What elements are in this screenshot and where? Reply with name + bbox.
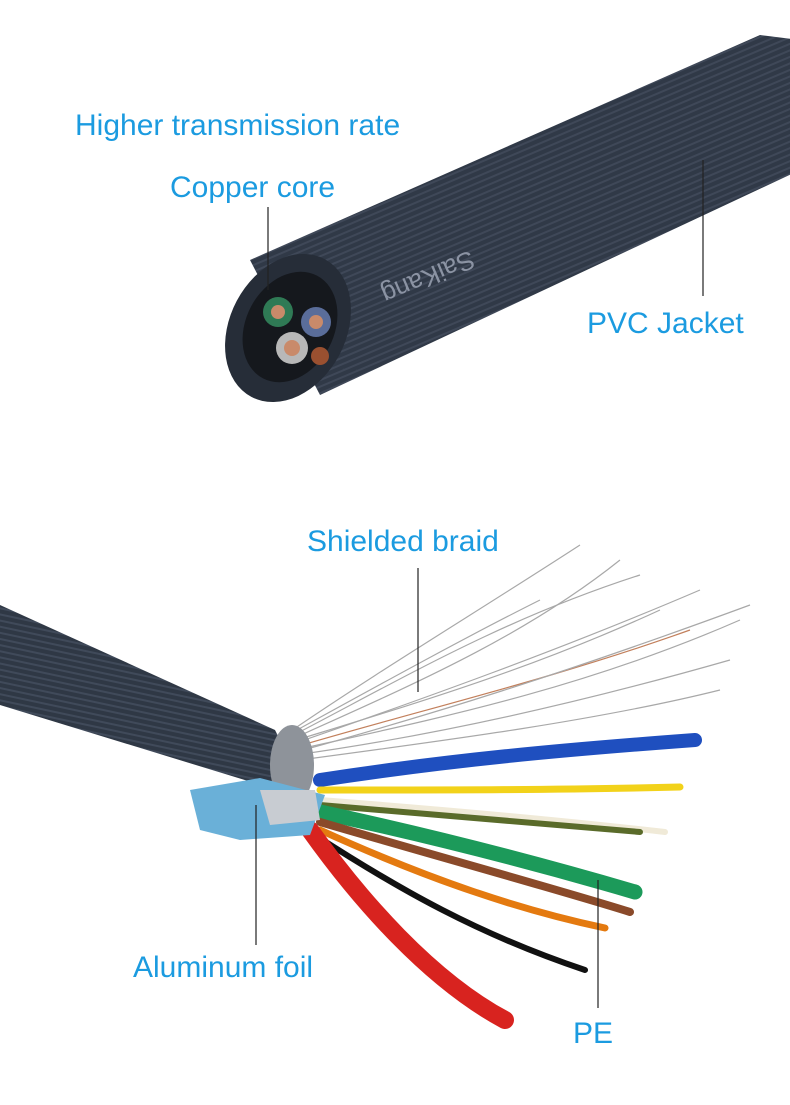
pvc-jacket-body [0, 605, 310, 800]
pvc-jacket-label: PVC Jacket [587, 307, 744, 340]
top-cable: SaiKang [225, 35, 790, 403]
wires [301, 733, 702, 1029]
aluminum-foil-label: Aluminum foil [133, 951, 314, 984]
pe-label: PE [573, 1017, 614, 1050]
copper-core-label: Copper core [170, 171, 336, 204]
transmission-label: Higher transmission rate [75, 109, 401, 142]
bottom-cable [0, 544, 751, 1029]
shielded-braid-label: Shielded braid [307, 525, 499, 558]
pvc-jacket-body [250, 35, 790, 395]
leader-lines [255, 160, 704, 1008]
braid-strands [284, 544, 751, 761]
